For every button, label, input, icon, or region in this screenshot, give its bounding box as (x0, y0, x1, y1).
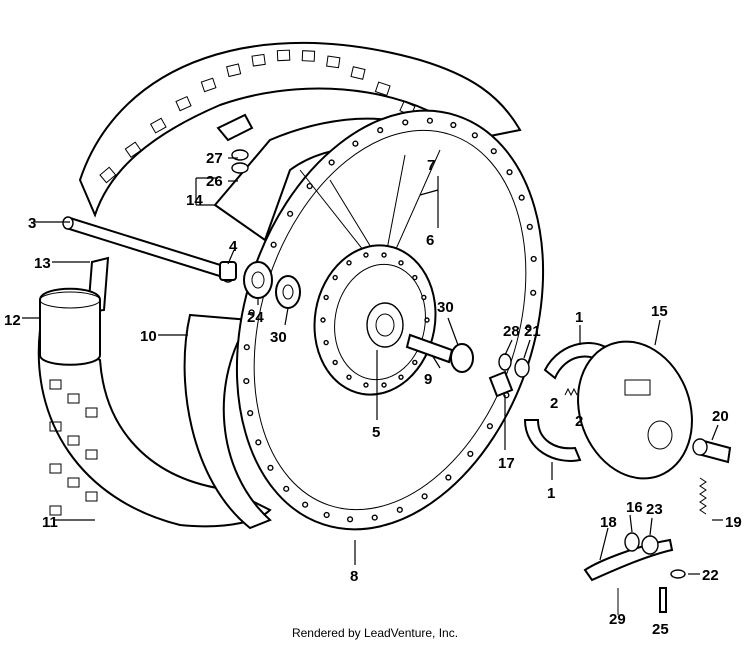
callout-10: 10 (140, 328, 157, 345)
washer-28-drawing (498, 353, 512, 371)
callout-5: 5 (372, 424, 380, 441)
callout-19: 19 (725, 514, 742, 531)
callout-1-lower: 1 (547, 485, 555, 502)
callout-28: 28 (503, 323, 520, 340)
callout-23: 23 (646, 501, 663, 518)
bearing-30-drawing (275, 275, 301, 309)
callout-4: 4 (229, 238, 238, 255)
callout-labels: 1 1 2 2 3 4 5 6 7 8 9 10 11 12 13 14 15 … (4, 150, 742, 638)
render-credit: Rendered by LeadVenture, Inc. (291, 626, 459, 640)
callout-7: 7 (427, 157, 435, 174)
spring-19-drawing (699, 477, 707, 515)
callout-1-upper: 1 (575, 309, 583, 326)
callout-6: 6 (426, 232, 434, 249)
callout-3: 3 (28, 215, 36, 232)
tube-lower-drawing (39, 287, 101, 366)
axle-drawing (62, 216, 236, 283)
rim-band-drawing (183, 313, 272, 530)
callout-20: 20 (712, 408, 729, 425)
callout-14: 14 (186, 192, 203, 209)
callout-18: 18 (600, 514, 617, 531)
callout-13: 13 (34, 255, 51, 272)
callout-22: 22 (702, 567, 719, 584)
callout-26: 26 (206, 173, 223, 190)
callout-30-lower: 30 (270, 329, 287, 346)
callout-8: 8 (350, 568, 358, 585)
callout-12: 12 (4, 312, 21, 329)
nut-21-drawing (514, 358, 530, 378)
callout-27: 27 (206, 150, 223, 167)
bearing-30b-drawing (450, 343, 474, 373)
brake-shoe-lower-drawing (523, 419, 582, 462)
brake-panel-drawing (577, 340, 693, 480)
callout-25: 25 (652, 621, 669, 638)
callout-30-upper: 30 (437, 299, 454, 316)
callout-17: 17 (498, 455, 515, 472)
callout-29: 29 (609, 611, 626, 628)
collar-drawing (219, 261, 237, 281)
callout-2-right: 2 (575, 413, 583, 430)
distance-collar-drawing (405, 333, 454, 364)
callout-2-left: 2 (550, 395, 558, 412)
leader-lines (22, 157, 723, 575)
callout-9: 9 (424, 371, 432, 388)
callout-21: 21 (524, 323, 541, 340)
callout-11: 11 (42, 514, 58, 531)
callout-16: 16 (626, 499, 643, 516)
valve-cap-drawing (216, 113, 254, 142)
bolt-17-drawing (488, 370, 514, 398)
callout-15: 15 (651, 303, 668, 320)
hub-drawing (313, 244, 437, 396)
callout-24: 24 (247, 309, 264, 326)
bearing-24-drawing (243, 261, 273, 299)
